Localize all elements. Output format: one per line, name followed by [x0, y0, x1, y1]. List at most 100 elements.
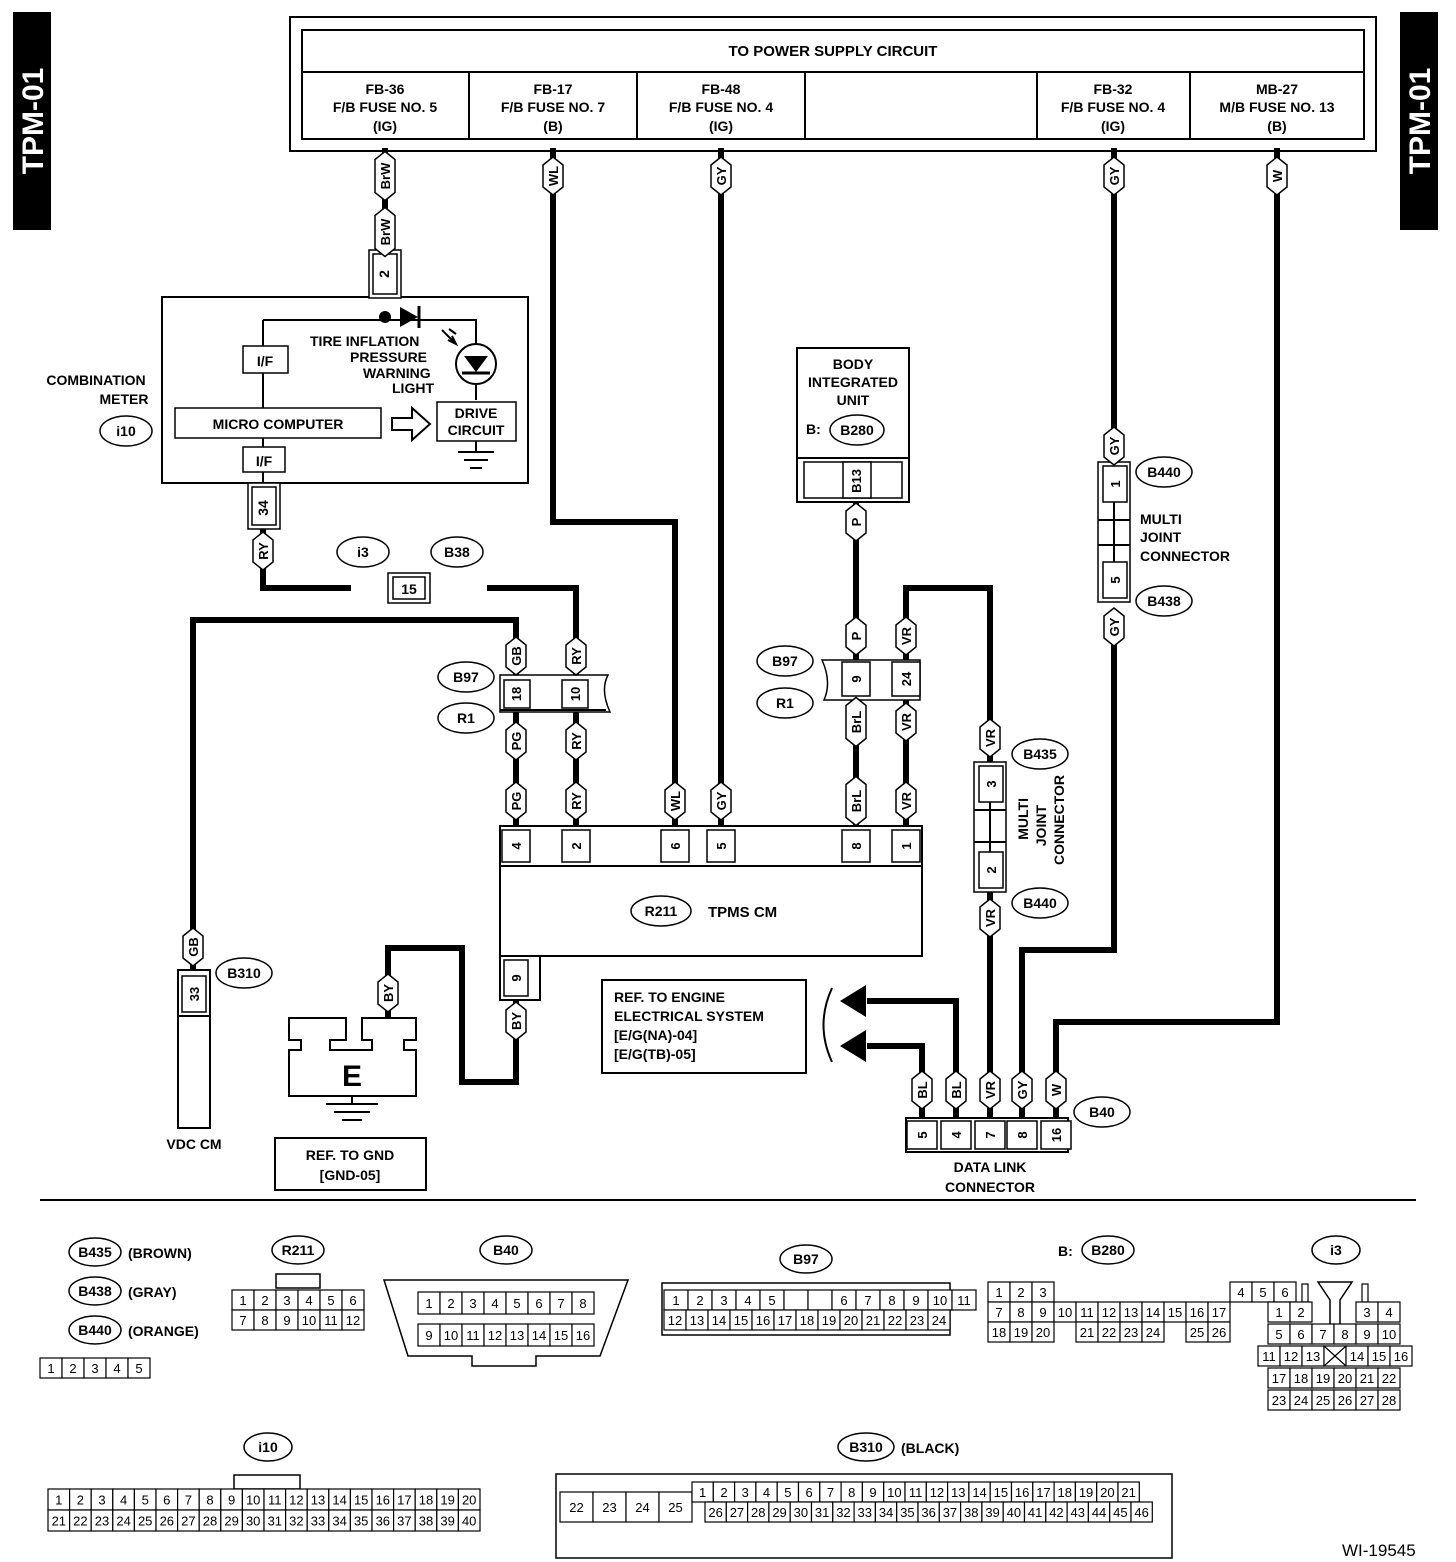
wire-tag	[895, 781, 917, 821]
mjt-pin-5: 5	[1108, 576, 1123, 583]
legend-i10-pin: 1	[55, 1493, 62, 1508]
legend-i10b-pin: 34	[332, 1514, 346, 1529]
wire-tag	[1266, 156, 1288, 196]
legend-b97-pin: 8	[888, 1293, 895, 1308]
meter-if-2: I/F	[256, 453, 273, 469]
legend-b280-pin: 4	[1237, 1285, 1244, 1300]
b97-left-connector: 18 10 B97 R1	[437, 661, 612, 734]
b97l-pin-18: 18	[509, 687, 524, 701]
legend-i10b-pin: 31	[268, 1514, 282, 1529]
legend-b310c-pin: 45	[1113, 1505, 1127, 1520]
legend-i3b-pin: 8	[1341, 1327, 1348, 1342]
legend-b310b-pin: 1	[699, 1485, 706, 1500]
wire-tag	[845, 775, 867, 827]
legend-b310b-pin: 8	[848, 1485, 855, 1500]
body-integrated-unit: BODY INTEGRATED UNIT B: B280 B13	[796, 347, 910, 503]
legend-i3e-cell	[1377, 1389, 1401, 1411]
legend-i10b-pin: 21	[52, 1514, 66, 1529]
wire-tag	[979, 898, 1001, 938]
legend-b40-pin: 2	[447, 1296, 454, 1311]
legend-i10b-pin: 40	[462, 1514, 476, 1529]
legend-b97b-pin: 15	[734, 1313, 748, 1328]
legend-b310b-pin: 11	[909, 1485, 923, 1500]
legend-i3d-pin: 20	[1338, 1371, 1352, 1386]
side-tab-left: TPM-01	[13, 12, 51, 230]
legend-b97-cell	[807, 1289, 833, 1311]
legend-r211: R211	[282, 1242, 315, 1258]
b97r-code1: B97	[772, 653, 798, 669]
legend-b280-pin: 3	[1039, 1285, 1046, 1300]
legend-b97-pin: 5	[768, 1293, 775, 1308]
legend-b310a-pin: 25	[668, 1500, 682, 1515]
legend-b97b-pin: 12	[668, 1313, 682, 1328]
legend-r211-cell	[341, 1309, 365, 1331]
legend-b310b-pin: 2	[720, 1485, 727, 1500]
wire-tag	[845, 616, 867, 656]
legend-b310b-pin: 12	[930, 1485, 944, 1500]
wire-tag	[374, 150, 396, 202]
legend-b280c-pin: 18	[992, 1325, 1006, 1340]
dlc-l2: CONNECTOR	[945, 1179, 1035, 1195]
dlc-code: B40	[1089, 1104, 1115, 1120]
legend-i3d-pin: 19	[1316, 1371, 1330, 1386]
legend-i10: i10	[258, 1439, 278, 1455]
legend-i3b-pin: 6	[1297, 1327, 1304, 1342]
legend-b310c-pin: 39	[985, 1505, 999, 1520]
legend-b310c-pin: 43	[1071, 1505, 1085, 1520]
legend-i10b-pin: 29	[224, 1514, 238, 1529]
legend-b310b-pin: 6	[806, 1485, 813, 1500]
legend-b280c-pin: 19	[1014, 1325, 1028, 1340]
micro-computer-label: MICRO COMPUTER	[213, 416, 344, 432]
legend-i3d-pin: 22	[1382, 1371, 1396, 1386]
wire-tag	[182, 927, 204, 967]
engine-ref-l1: REF. TO ENGINE	[614, 989, 725, 1005]
legend-b435: B435	[78, 1244, 112, 1260]
legend-b310c-pin: 46	[1134, 1505, 1148, 1520]
wire-tag	[945, 1070, 967, 1110]
wire-tag	[1103, 156, 1125, 196]
legend-i3d-pin: 17	[1272, 1371, 1286, 1386]
legend-b97b-pin: 17	[778, 1313, 792, 1328]
engine-ref-l4: [E/G(TB)-05]	[614, 1046, 696, 1062]
legend-b40b-pin: 16	[576, 1328, 590, 1343]
arrow-icon-1	[840, 985, 866, 1017]
legend-i10-pin: 3	[98, 1493, 105, 1508]
tpms-pin-cell	[841, 829, 871, 863]
meter-code: i10	[116, 423, 136, 439]
legend-b97-pin: 4	[744, 1293, 751, 1308]
legend-b97-pin: 2	[696, 1293, 703, 1308]
legend-b280-prefix: B:	[1058, 1243, 1073, 1259]
legend-b280c-pin: 21	[1080, 1325, 1094, 1340]
legend-i10b-pin: 24	[116, 1514, 130, 1529]
body-unit-l1: BODY	[833, 356, 874, 372]
wire-tag-label: GY	[714, 166, 729, 185]
legend-b97b-pin: 23	[910, 1313, 924, 1328]
legend-b310c-pin: 35	[900, 1505, 914, 1520]
mjt-l1: MULTI	[1140, 511, 1182, 527]
mjt-pin-1: 1	[1108, 480, 1123, 487]
joint-i3-b38: 15 i3 B38	[336, 536, 484, 604]
tpms-pin-label: 4	[509, 842, 524, 850]
wire-tag	[1103, 607, 1125, 647]
legend-b280b-pin: 10	[1058, 1305, 1072, 1320]
legend-b280b-pin: 9	[1039, 1305, 1046, 1320]
dlc-pin-label: 7	[983, 1131, 998, 1138]
legend-r211-pin: 5	[327, 1293, 334, 1308]
legend-r211-pin: 1	[239, 1293, 246, 1308]
legend-i10b-pin: 36	[376, 1514, 390, 1529]
wire-tag	[1103, 426, 1125, 466]
wire-tag	[1045, 1070, 1067, 1110]
legend-i10-pin: 16	[376, 1493, 390, 1508]
legend-i10b-pin: 27	[181, 1514, 195, 1529]
legend-b310b-pin: 14	[972, 1485, 986, 1500]
legend-b280b-pin: 15	[1168, 1305, 1182, 1320]
wire-tag	[710, 781, 732, 821]
fuse-6-line1: MB-27	[1256, 81, 1298, 97]
legend-b280c-cell	[1141, 1321, 1165, 1343]
dlc-pin-cell	[906, 1120, 938, 1150]
legend-i10b-pin: 26	[160, 1514, 174, 1529]
b97l-code1: B97	[453, 669, 479, 685]
legend-b97b-pin: 24	[932, 1313, 946, 1328]
